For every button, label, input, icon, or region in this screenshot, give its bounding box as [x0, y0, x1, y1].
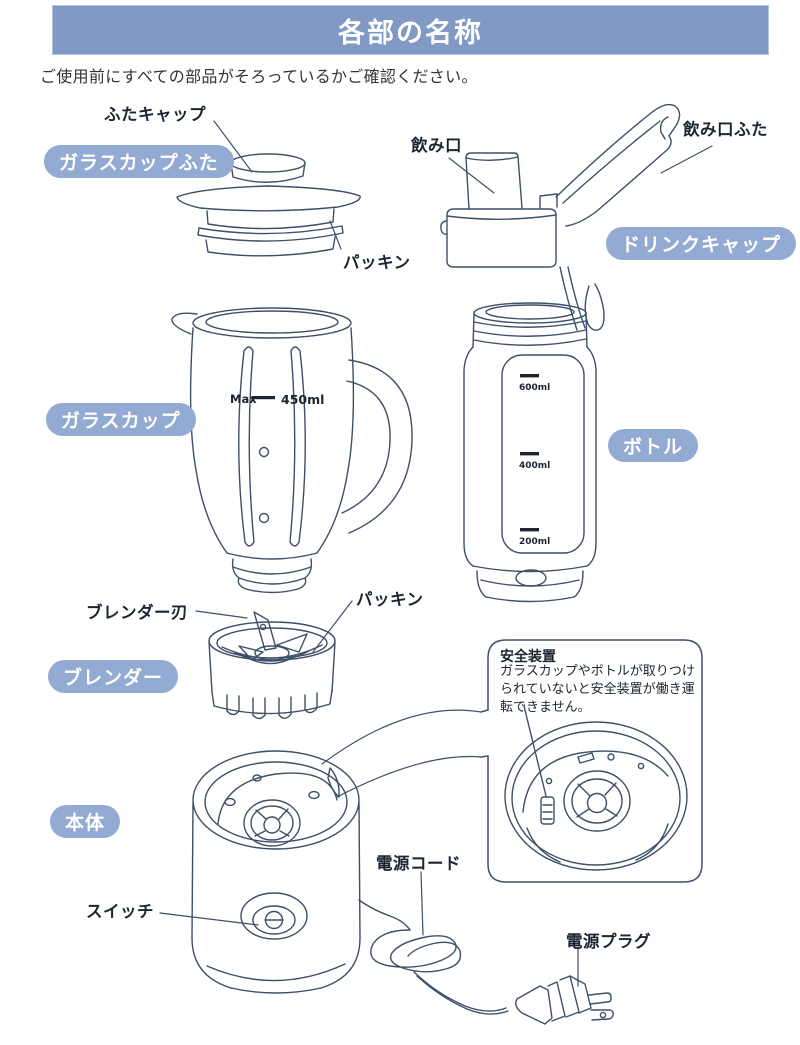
label-blender: ブレンダー: [48, 660, 179, 693]
safety-device-illustration: [504, 705, 688, 871]
glass-cup-illustration: Max 450ml: [171, 307, 413, 594]
label-lid-cap: ふたキャップ: [104, 105, 206, 124]
page-title: 各部の名称: [338, 17, 483, 49]
label-power-cord: 電源コード: [376, 854, 461, 873]
bottle-illustration: 600ml 400ml 200ml: [463, 283, 605, 603]
leader-lines: [159, 120, 713, 987]
label-blender-blade: ブレンダー刃: [86, 603, 188, 622]
label-power-plug: 電源プラグ: [566, 932, 651, 951]
label-body: 本体: [50, 805, 121, 838]
safety-note-title: 安全装置: [500, 649, 556, 665]
callout-connector-lines: [321, 709, 482, 798]
glass-cup-max-text: Max: [230, 392, 257, 406]
safety-note-body: ガラスカップやボトルが取りつけられていないと安全装置が働き運転できません。: [500, 664, 695, 716]
drink-cap-illustration: [440, 103, 681, 331]
glass-cup-lid-illustration: [176, 153, 361, 257]
label-glass-cup-lid: ガラスカップふた: [44, 145, 234, 178]
intro-text: ご使用前にすべての部品がそろっているかご確認ください。: [40, 67, 478, 86]
power-plug-illustration: [515, 975, 614, 1025]
safety-callout-box: [480, 639, 703, 883]
label-drink-cap: ドリンクキャップ: [606, 227, 797, 260]
label-spout-lid: 飲み口ふた: [683, 120, 768, 139]
label-spout: 飲み口: [411, 136, 462, 155]
label-glass-cup: ガラスカップ: [46, 403, 196, 436]
main-body-illustration: [191, 750, 361, 994]
bottle-mark-600: 600ml: [519, 383, 550, 393]
label-packing-lid: パッキン: [343, 253, 411, 272]
blender-illustration: [208, 611, 336, 720]
page-header-banner: 各部の名称: [52, 5, 769, 55]
glass-cup-capacity-text: 450ml: [281, 392, 324, 407]
power-cord-illustration: [358, 899, 509, 1015]
bottle-mark-400: 400ml: [519, 461, 550, 471]
bottle-mark-200: 200ml: [519, 537, 550, 547]
label-bottle: ボトル: [608, 429, 699, 462]
label-packing-blender: パッキン: [356, 590, 424, 609]
label-switch: スイッチ: [86, 902, 154, 921]
